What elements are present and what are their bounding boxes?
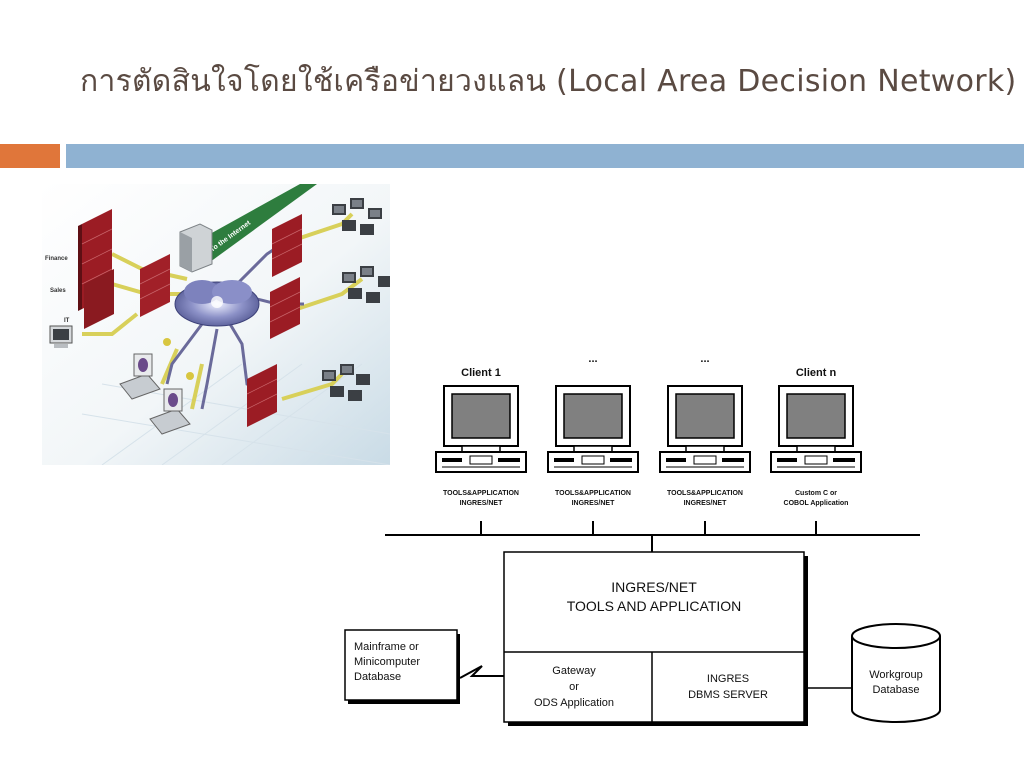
client-2-software-line2: INGRES/NET — [572, 500, 616, 507]
client-header-1: Client 1 — [461, 367, 501, 379]
mainframe-database-box — [344, 629, 460, 704]
dept-label-sales: Sales — [50, 288, 66, 294]
network-bus — [385, 521, 920, 552]
client-header-3: ... — [700, 353, 709, 365]
server-box — [503, 551, 808, 726]
firewall-mid-right — [270, 277, 300, 339]
lan-network-illustration: To the Internet — [42, 184, 390, 465]
gateway-label-line3: ODS Application — [534, 697, 614, 709]
client-n-software-line1: Custom C or — [795, 490, 837, 497]
dbms-label-line1: INGRES — [707, 673, 749, 685]
client-computer-icon-3 — [659, 385, 751, 473]
workgroup-label-line1: Workgroup — [869, 669, 923, 681]
dept-label-it: IT — [64, 318, 70, 324]
ingres-architecture-diagram: Client 1 ... ... Client n — [330, 340, 970, 740]
client-computer-icon-2 — [547, 385, 639, 473]
lan-illustration-svg: To the Internet — [42, 184, 390, 465]
title-thai: การตัดสินใจโดยใช้เครือข่ายวงแลน ( — [80, 64, 569, 99]
slide-title: การตัดสินใจโดยใช้เครือข่ายวงแลน (Local A… — [80, 58, 1016, 105]
mainframe-label-line2: Minicomputer — [354, 656, 420, 668]
mainframe-label-line1: Mainframe or — [354, 641, 419, 653]
client-header-2: ... — [588, 353, 597, 365]
client-1-software-line1: TOOLS&APPLICATION — [443, 490, 519, 497]
client-n-software-line2: COBOL Application — [784, 500, 849, 507]
network-cloud-icon — [174, 280, 260, 327]
gateway-label-line2: or — [569, 681, 579, 693]
workstation-screens — [324, 200, 380, 379]
client-header-n: Client n — [796, 367, 837, 379]
gateway-label-line1: Gateway — [552, 665, 596, 677]
dbms-label-line2: DBMS SERVER — [688, 689, 768, 701]
workgroup-label-line2: Database — [872, 684, 919, 696]
client-computer-icon-n — [770, 385, 862, 473]
accent-bar-orange — [0, 144, 60, 168]
firewall-brick-lines — [81, 228, 303, 410]
workgroup-database-icon — [851, 623, 941, 723]
client-computer-icon-1 — [435, 385, 527, 473]
client-3-software-line2: INGRES/NET — [684, 500, 728, 507]
architecture-svg: Client 1 ... ... Client n — [344, 353, 941, 726]
firewall-bottom-right — [247, 364, 277, 427]
dept-label-finance: Finance — [45, 256, 68, 262]
internet-cable — [192, 184, 317, 262]
client-2-software-line1: TOOLS&APPLICATION — [555, 490, 631, 497]
firewall-top-right — [272, 214, 302, 277]
mainframe-label-line3: Database — [354, 671, 401, 683]
floor-grid — [81, 363, 390, 465]
mainframe-link — [459, 665, 504, 679]
it-monitor-icon — [49, 325, 73, 348]
firewall-group — [78, 209, 303, 427]
server-label-line2: TOOLS AND APPLICATION — [567, 598, 742, 614]
server-tower-icon — [179, 223, 213, 273]
firewall-center — [140, 254, 170, 317]
server-label-line1: INGRES/NET — [611, 579, 697, 595]
client-3-software-line1: TOOLS&APPLICATION — [667, 490, 743, 497]
laptop-icons — [119, 338, 194, 435]
client-1-software-line2: INGRES/NET — [460, 500, 504, 507]
firewall-sales — [84, 269, 114, 329]
title-latin: Local Area Decision Network) — [568, 64, 1017, 99]
accent-bar-blue — [66, 144, 1024, 168]
